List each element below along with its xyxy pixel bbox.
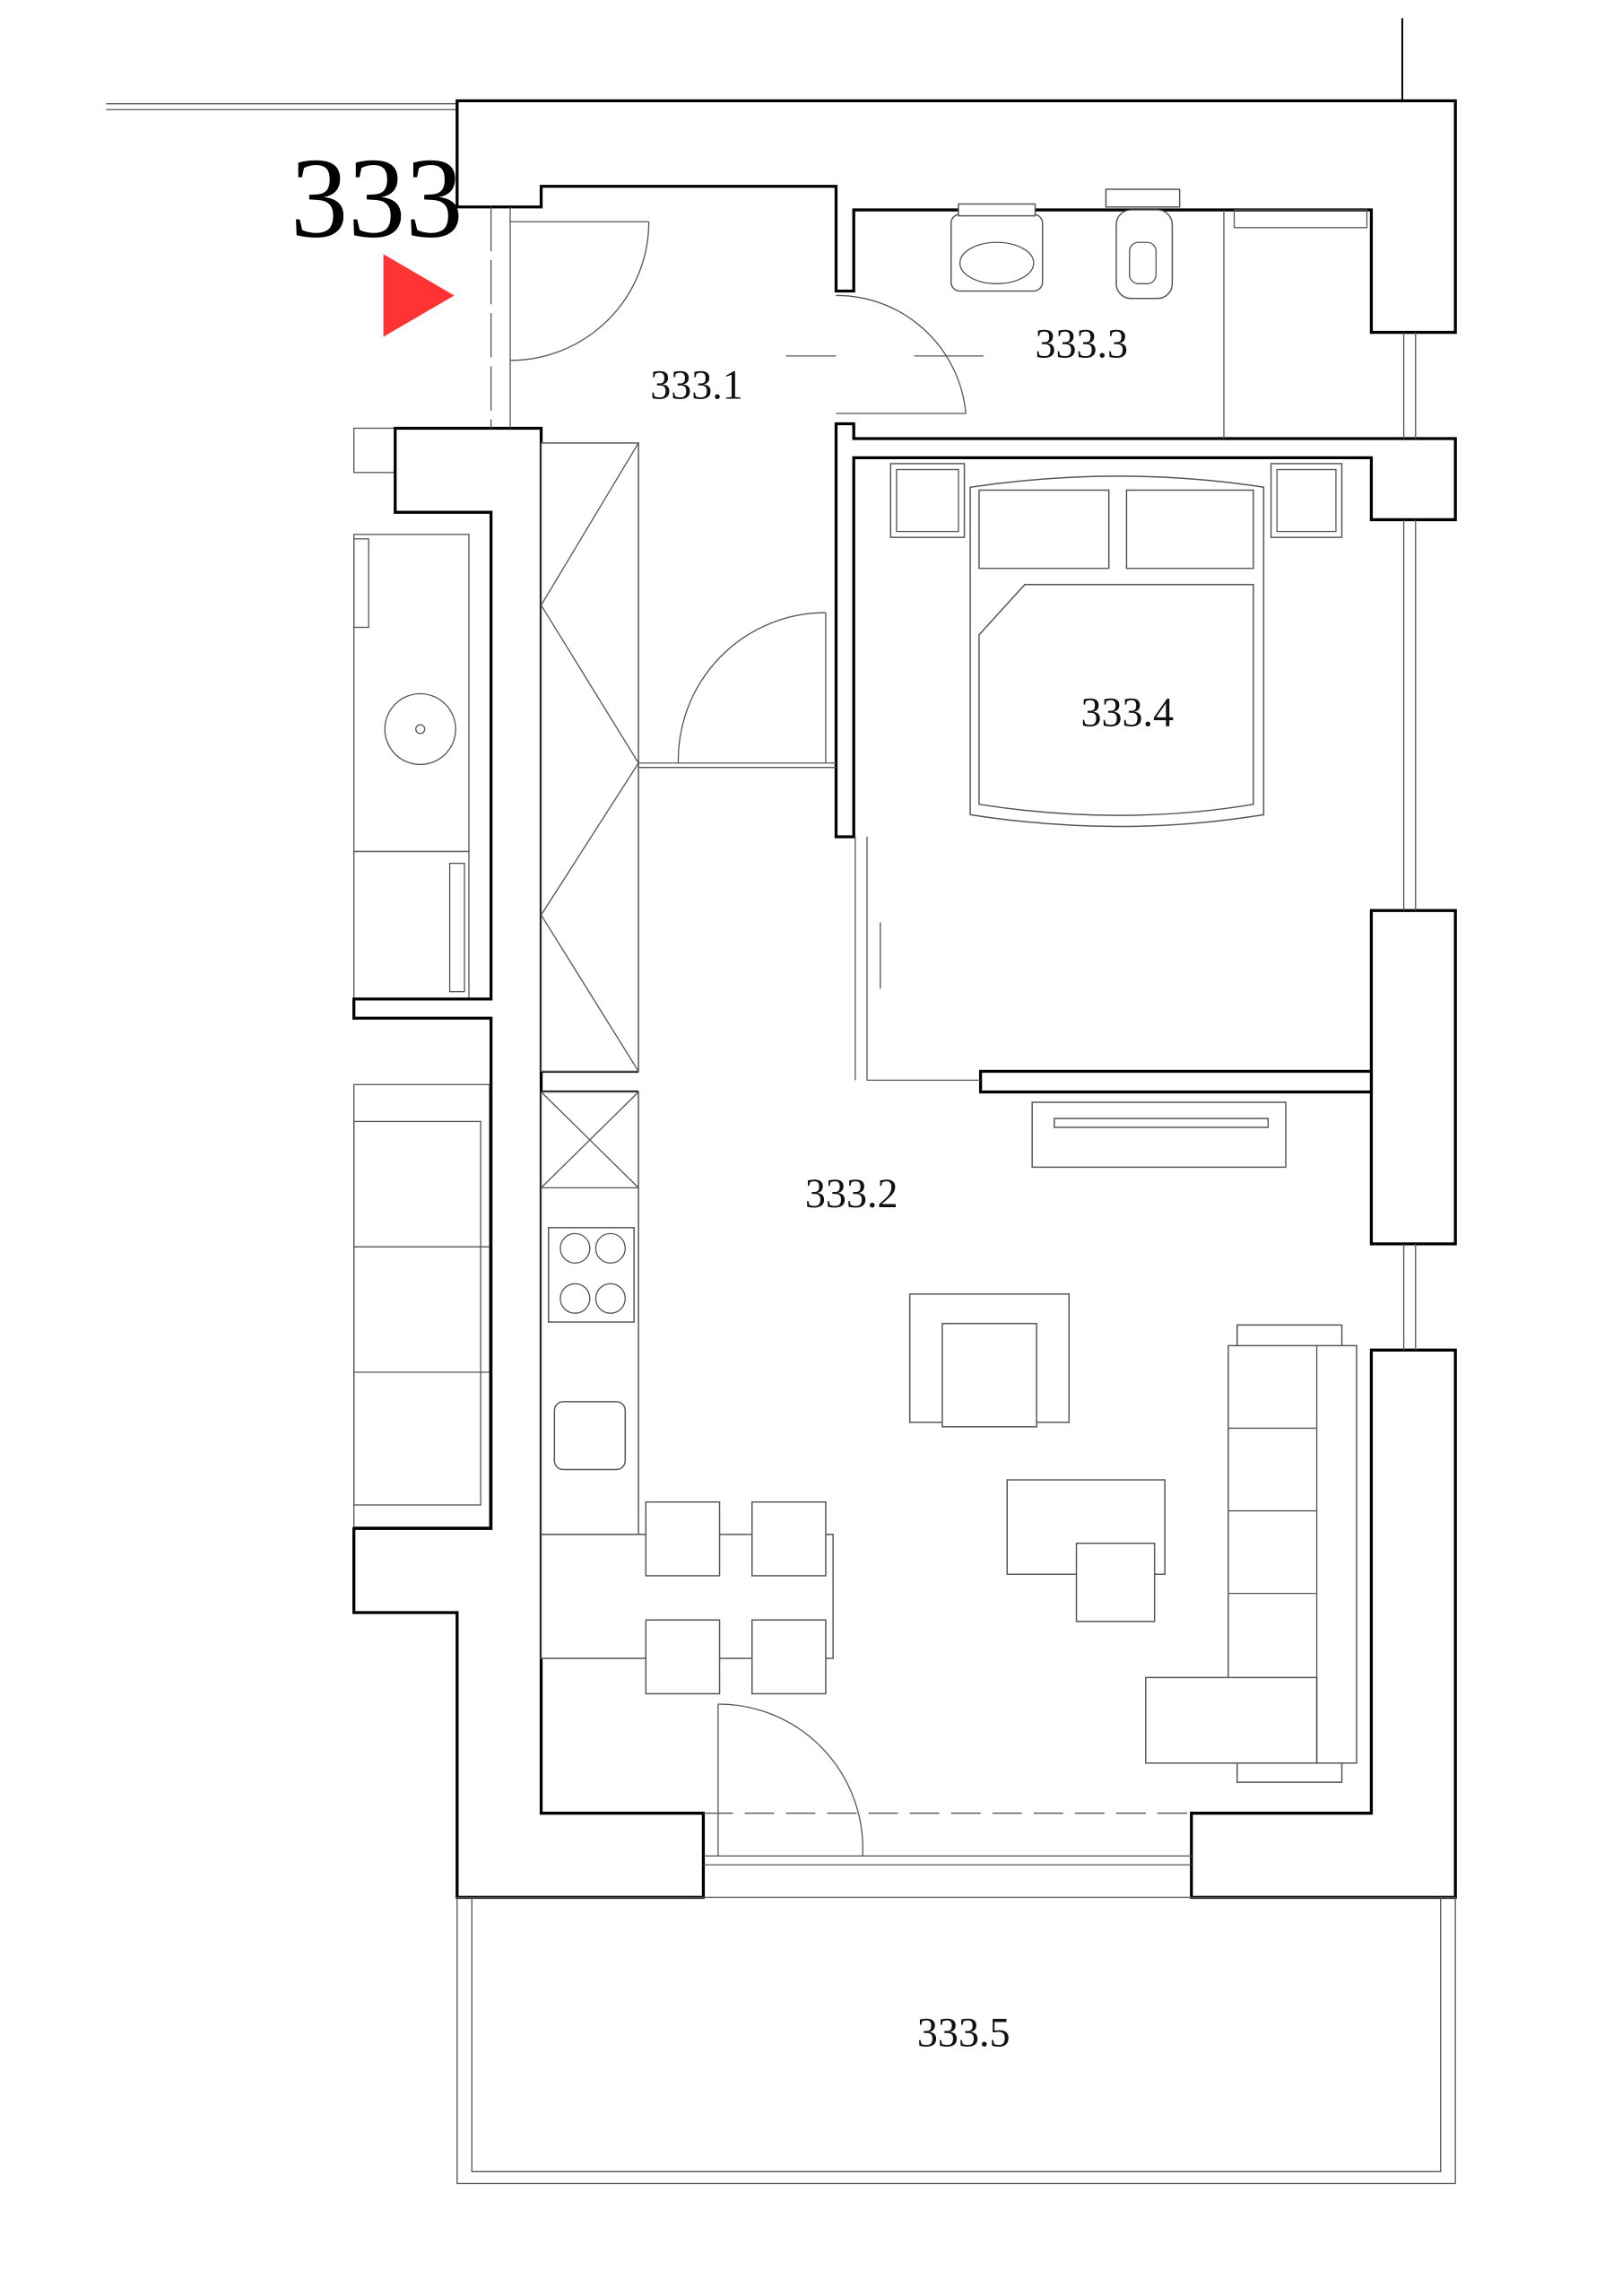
entrance-arrow-icon [383, 254, 455, 337]
room-label-333-1: 333.1 [650, 362, 743, 408]
room-label-333-5: 333.5 [917, 2010, 1010, 2056]
sink [553, 1401, 627, 1471]
balcony [456, 1896, 1456, 2185]
apartment-number: 333 [291, 135, 463, 262]
tv-unit [1031, 1101, 1287, 1169]
balcony-door[interactable] [717, 1703, 863, 1857]
sofa [1145, 1324, 1357, 1783]
wall-right-middle [1369, 909, 1457, 1246]
room-label-333-4: 333.4 [1080, 690, 1174, 735]
dining-table [540, 1500, 834, 1695]
kitchen [540, 1091, 639, 1535]
bed [889, 463, 1343, 828]
armchair [908, 1293, 1071, 1428]
windows [703, 332, 1417, 1866]
wall-bedroom-north [834, 422, 1457, 839]
bedroom-wardrobe [854, 837, 981, 1082]
wall-top [455, 99, 1457, 335]
hall-wardrobe [540, 442, 639, 1073]
coffee-table [1006, 1479, 1166, 1622]
walls [352, 99, 1457, 1900]
bathroom-fixtures [950, 188, 1368, 439]
bedroom-door[interactable] [541, 612, 837, 769]
wall-bedroom-living [978, 1069, 1374, 1094]
toilet [1115, 209, 1174, 300]
bathroom-door[interactable] [785, 294, 984, 414]
wall-left [352, 426, 706, 1900]
room-label-333-3: 333.3 [1035, 321, 1128, 367]
entrance-door[interactable] [490, 206, 650, 429]
room-label-333-2: 333.2 [805, 1170, 898, 1216]
